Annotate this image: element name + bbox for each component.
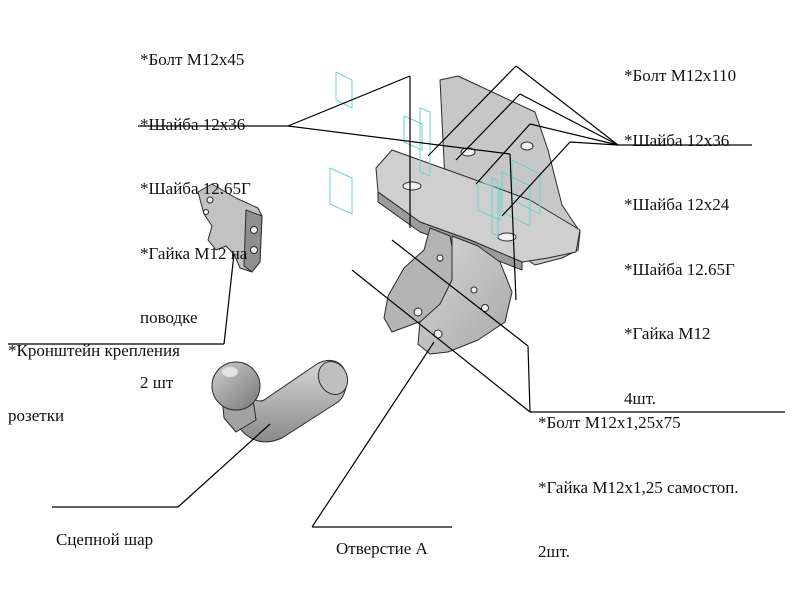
tow-ball-highlight [222, 367, 238, 377]
leader-hole [311, 341, 435, 528]
ghost-washer [335, 71, 353, 109]
exploded-fasteners [329, 71, 541, 237]
leader-top-left-d [509, 153, 517, 301]
callout-line: *Шайба 12х24 [624, 195, 730, 214]
leader-top-right-h [501, 141, 571, 217]
callout-line: Сцепной шар [56, 530, 154, 549]
bracket-hole [250, 226, 258, 234]
callout-bracket: *Кронштейн крепления розетки [8, 297, 180, 469]
ghost-bolt [419, 107, 431, 177]
leader-top-right-d [455, 93, 521, 161]
leader-bracket [223, 253, 235, 345]
leader-bottom-right-c [391, 239, 529, 347]
callout-line: розетки [8, 405, 65, 425]
callout-count: 2 шт [140, 372, 174, 392]
ghost-washer [501, 171, 531, 227]
callout-line: *Кронштейн крепления [8, 341, 180, 360]
callout-line: *Болт М12х110 [624, 66, 737, 85]
callout-line: *Гайка М12 [624, 324, 711, 343]
drawing-layer [8, 65, 785, 528]
callout-line: *Шайба 12х36 [140, 114, 246, 134]
callout-line: *Шайба 12.65Г [140, 179, 251, 198]
callout-line: *Шайба 12х36 [624, 130, 730, 150]
plate-hole [481, 304, 489, 312]
leader-top-right-g [569, 141, 619, 146]
callout-top-right: *Болт М12х110 *Шайба 12х36 *Шайба 12х24 … [624, 22, 736, 452]
tow-ball-arm-end [317, 360, 349, 396]
callout-bottom-right: *Болт М12х1,25х75 *Гайка М12х1,25 самост… [538, 369, 739, 606]
right-drop-plate [417, 235, 513, 355]
callout-line: *Шайба 12.65Г [624, 259, 735, 279]
ghost-washer [477, 179, 501, 221]
bracket-hole [203, 209, 209, 215]
diagram-canvas: *Болт М12х45 *Шайба 12х36 *Шайба 12.65Г … [8, 6, 785, 561]
plate-hole [470, 286, 478, 294]
leader-top-right-b [427, 65, 517, 157]
bracket-side [243, 209, 263, 273]
callout-line: *Гайка М12 на [140, 243, 248, 263]
callout-line: Отверстие А [336, 539, 428, 558]
callout-ball: Сцепной шар [56, 486, 153, 594]
plate-hole [436, 254, 444, 262]
ghost-bolt [491, 177, 499, 237]
leader-top-right-f [475, 123, 531, 185]
bracket-hole [250, 246, 258, 254]
callout-line: *Болт М12х45 [140, 50, 245, 69]
leader-top-right-a [515, 65, 619, 146]
callout-count: 4шт. [624, 388, 656, 408]
leader-top-right-e [529, 123, 619, 146]
mount-slot [402, 181, 422, 191]
callout-top-left: *Болт М12х45 *Шайба 12х36 *Шайба 12.65Г … [140, 6, 251, 436]
leader-lines [8, 65, 785, 528]
leader-ball [177, 423, 271, 508]
mount-slot [520, 141, 534, 151]
ghost-washer [511, 159, 541, 215]
leader-top-left-c [287, 125, 511, 155]
leader-bottom-right-a [351, 269, 531, 413]
leader-top-right-c [519, 93, 619, 146]
leader-top-left-a [287, 75, 411, 127]
bracket-hole [206, 196, 214, 204]
plate-hole [413, 307, 423, 317]
tow-ball-arm [231, 359, 347, 443]
top-plate-front-face [377, 191, 523, 271]
ghost-washer [329, 167, 353, 215]
callout-count: 2шт. [538, 542, 570, 561]
callout-line: *Гайка М12х1,25 самостоп. [538, 477, 739, 497]
ghost-washer [403, 115, 423, 151]
callout-line: поводке [140, 308, 198, 327]
mount-slot [497, 232, 517, 242]
callout-line: *Болт М12х1,25х75 [538, 413, 681, 432]
socket-bracket [197, 183, 263, 273]
tow-ball [211, 359, 349, 443]
leader-bottom-right-b [527, 345, 531, 413]
callout-hole: Отверстие А [336, 495, 428, 603]
